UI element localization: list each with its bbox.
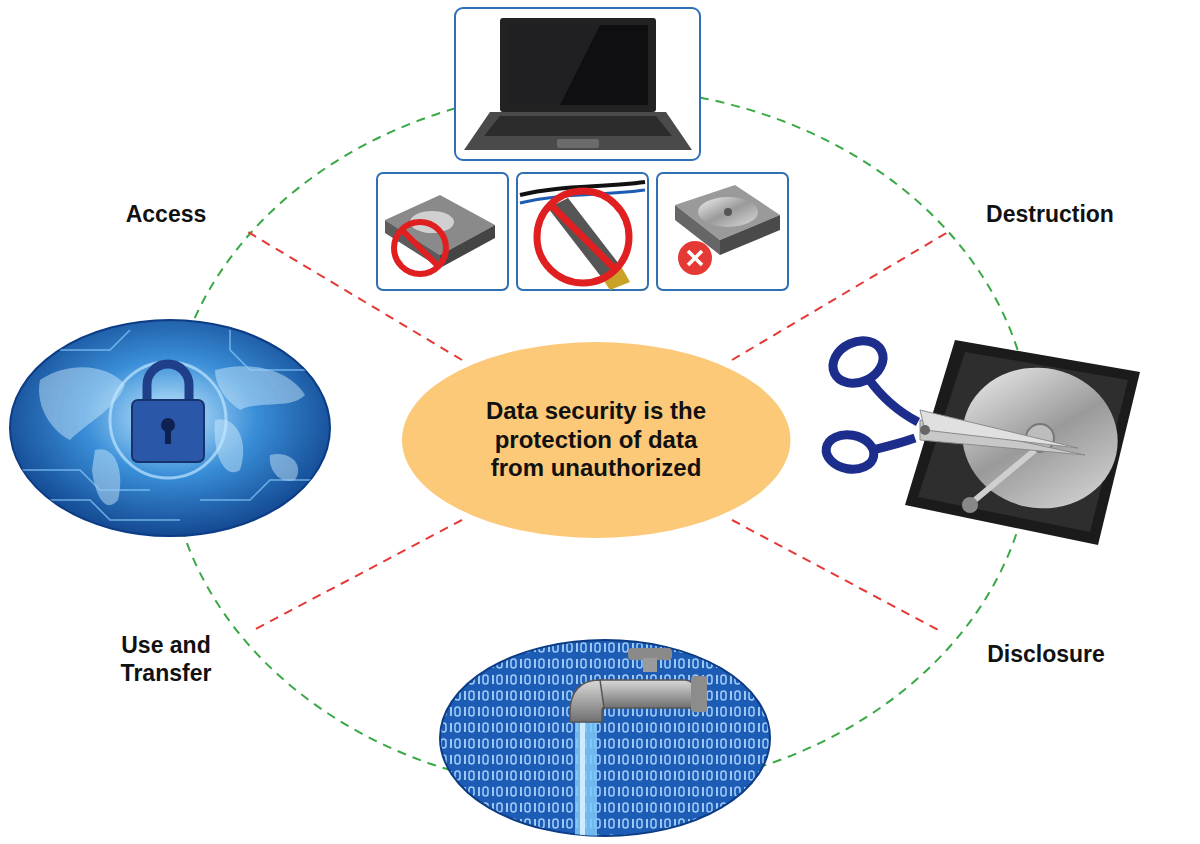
laptop-icon-part <box>484 116 672 136</box>
failed-disk-icon-part <box>724 208 732 216</box>
data-tap-icon <box>440 640 770 844</box>
dashed-spokes-part <box>250 520 462 632</box>
cut-drive-icon-part <box>920 425 930 435</box>
lock-globe-icon-part-part <box>30 500 180 520</box>
failed-disk-icon <box>657 173 788 290</box>
banned-usb-icon-part <box>537 191 629 283</box>
failed-disk-icon-part <box>688 251 702 265</box>
cut-drive-icon-part <box>826 333 890 391</box>
data-tap-icon-part <box>570 680 604 722</box>
cut-drive-icon-part <box>872 438 915 450</box>
lock-globe-icon-part-part <box>215 366 305 410</box>
lock-globe-icon-part <box>165 428 171 444</box>
lock-globe-icon-part-part <box>92 449 120 505</box>
laptop-icon-part <box>455 8 700 160</box>
dashed-spokes <box>248 232 948 632</box>
laptop-icon-part <box>500 18 656 112</box>
lock-globe-icon-part <box>20 330 330 520</box>
data-tap-icon-part <box>643 658 657 672</box>
data-tap-icon-part-part <box>580 720 585 844</box>
lock-globe-icon-part <box>132 400 204 462</box>
category-label: Disclosure <box>936 641 1156 669</box>
category-label: Use and Transfer <box>110 632 222 687</box>
center-oval: Data security is the protection of data … <box>401 341 791 539</box>
lock-globe-icon-part <box>10 320 330 536</box>
banned-drive-icon-part <box>394 222 446 274</box>
lock-globe-icon-part-part <box>20 470 150 490</box>
dashed-spokes-part <box>732 520 942 632</box>
laptop-icon <box>455 8 700 160</box>
cut-drive-icon-part <box>868 378 918 422</box>
data-tap-icon-part <box>440 640 770 836</box>
banned-drive-icon-part <box>401 229 439 267</box>
failed-disk-icon-part <box>698 197 758 227</box>
cut-drive-icon-part <box>823 431 876 473</box>
data-tap-icon-part <box>600 680 695 708</box>
laptop-icon-part <box>557 139 599 148</box>
category-label: Destruction <box>940 201 1160 229</box>
banned-drive-icon <box>377 173 508 290</box>
failed-disk-icon-part <box>688 251 702 265</box>
banned-usb-icon <box>517 173 648 290</box>
category-label: Access <box>66 201 266 229</box>
cut-drive-icon-part <box>920 410 1078 448</box>
lock-globe-icon-part <box>110 362 226 478</box>
failed-disk-icon-part <box>678 241 712 275</box>
lock-globe-icon-part-part <box>200 480 330 500</box>
laptop-icon-part <box>508 25 648 105</box>
oval-text-wrap: Data security is the protection of data … <box>465 397 727 483</box>
laptop-icon-part <box>464 112 692 150</box>
lock-globe-icon-part-part <box>230 330 320 370</box>
data-tap-icon-part-part <box>575 720 597 844</box>
cut-drive-icon-part <box>962 497 978 513</box>
oval-text: Data security is the protection of data … <box>465 397 727 483</box>
failed-disk-icon-part <box>657 173 788 290</box>
banned-drive-icon-part <box>377 173 508 290</box>
oval-fill <box>402 342 790 538</box>
lock-globe-icon-part-part <box>60 330 130 350</box>
banned-usb-icon-part <box>517 173 648 290</box>
lock-globe-icon-part <box>147 364 189 402</box>
lock-globe-icon <box>10 320 330 536</box>
data-tap-icon-part <box>691 676 707 712</box>
cut-drive-icon-part <box>905 340 1140 545</box>
banned-usb-icon-part <box>548 198 622 278</box>
lock-globe-icon-part-part <box>270 454 298 481</box>
banned-usb-icon-part <box>551 205 615 269</box>
cut-drive-icon <box>823 333 1140 545</box>
data-tap-icon-part <box>575 720 597 844</box>
laptop-icon-part <box>508 25 600 105</box>
cut-drive-icon-part <box>975 450 1035 500</box>
